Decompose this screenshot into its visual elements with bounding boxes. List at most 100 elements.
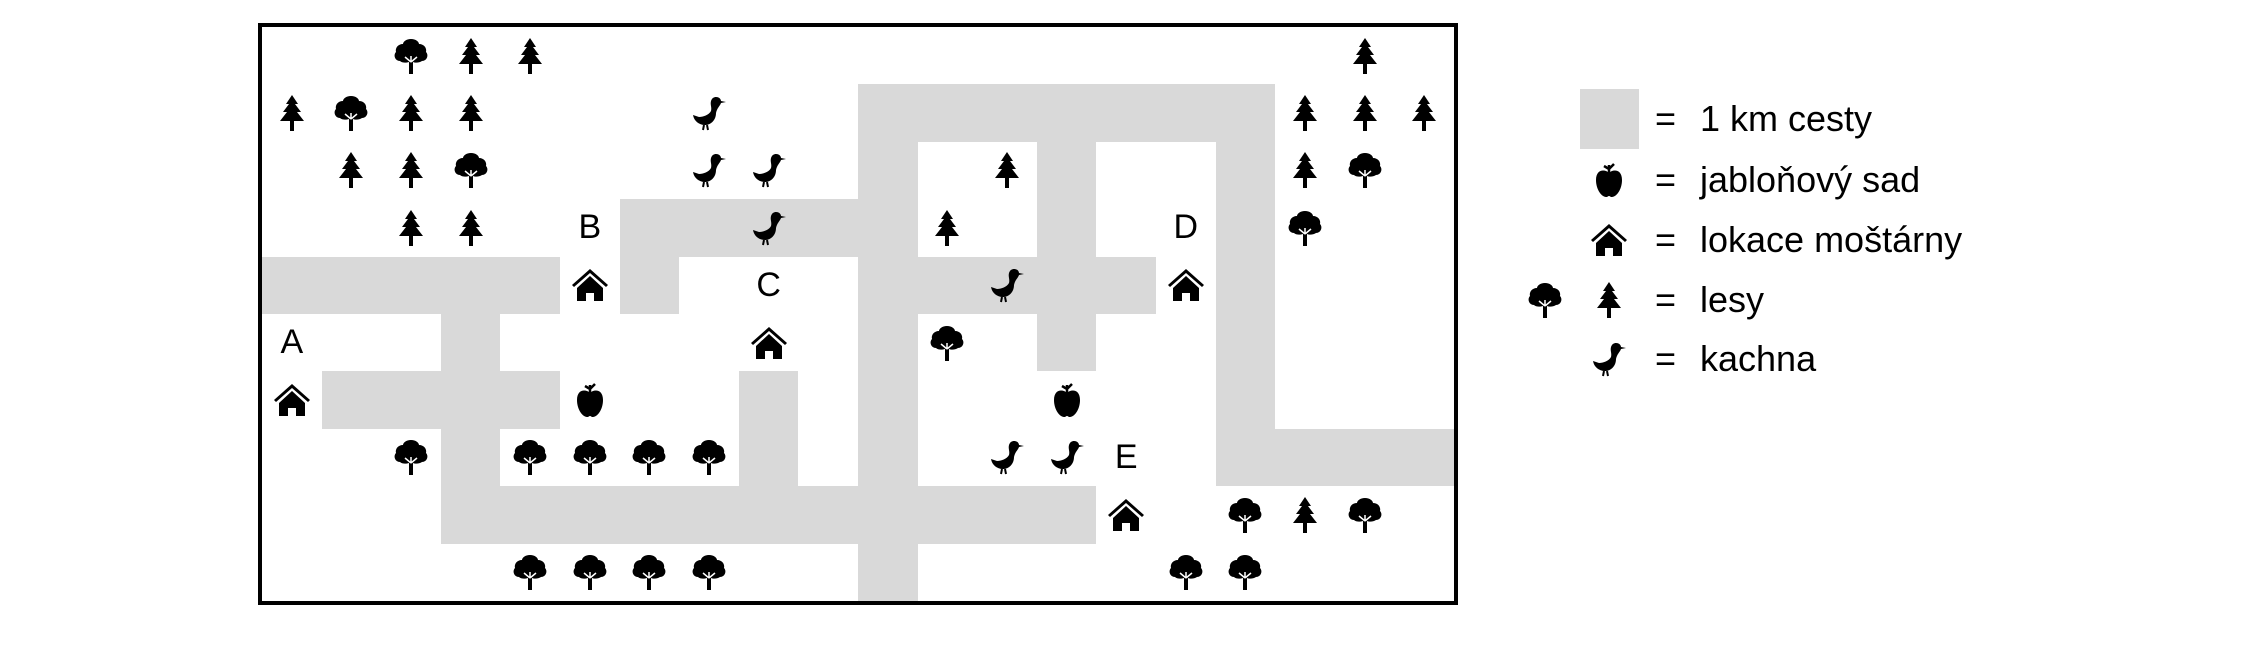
- deciduous-tree-icon: [381, 27, 441, 84]
- road-cell: [321, 371, 382, 429]
- road-cell: [1334, 428, 1395, 487]
- duck-icon: [977, 257, 1037, 314]
- deciduous-tree-icon: [500, 429, 560, 486]
- road-cell: [679, 199, 739, 257]
- road-cell: [738, 371, 799, 429]
- road-cell: [1156, 84, 1216, 142]
- pine-tree-icon: [441, 199, 501, 256]
- pine-tree-icon: [262, 84, 322, 141]
- road-cell: [1215, 314, 1276, 372]
- road-cell: [440, 256, 501, 314]
- deciduous-tree-icon: [679, 544, 739, 601]
- road-cell: [440, 371, 501, 429]
- deciduous-tree-icon: [500, 544, 560, 601]
- road-cell: [858, 371, 918, 429]
- pine-tree-icon: [1335, 27, 1395, 84]
- legend-equals: =: [1655, 279, 1677, 320]
- road-cell: [858, 486, 918, 544]
- deciduous-tree-icon: [560, 429, 620, 486]
- legend-equals: =: [1655, 338, 1677, 379]
- road-cell: [798, 486, 858, 544]
- road-cell: [977, 256, 1037, 314]
- road-cell: [619, 199, 680, 257]
- road-cell: [858, 543, 918, 601]
- legend-equals: =: [1655, 219, 1677, 260]
- road-cell: [1215, 371, 1276, 429]
- road-cell: [500, 371, 560, 429]
- road-cell: [381, 256, 441, 314]
- pine-tree-icon: [918, 199, 978, 256]
- legend-house-label: lokace moštárny: [1700, 219, 1963, 260]
- road-cell: [858, 314, 918, 372]
- location-label-e: E: [1114, 437, 1138, 476]
- deciduous-tree-icon: [1335, 486, 1395, 543]
- deciduous-tree-icon: [1275, 199, 1335, 256]
- road-cell: [1036, 486, 1097, 544]
- apple-icon: [1037, 371, 1097, 428]
- road-cell: [619, 256, 680, 314]
- legend-road-label: 1 km cesty: [1700, 98, 1873, 139]
- road-cell: [1036, 314, 1097, 372]
- road-cell: [1215, 256, 1276, 314]
- road-cell: [798, 199, 858, 257]
- deciduous-tree-icon: [322, 84, 382, 141]
- deciduous-tree-icon: [381, 429, 441, 486]
- duck-icon: [679, 142, 739, 199]
- pine-tree-icon: [1335, 84, 1395, 141]
- location-label-d: D: [1173, 208, 1199, 247]
- duck-icon: [1579, 329, 1639, 389]
- road-cell: [500, 256, 560, 314]
- duck-icon: [977, 429, 1037, 486]
- road-cell: [262, 256, 322, 314]
- house-icon: [1096, 486, 1156, 543]
- road-cell: [1096, 84, 1156, 142]
- deciduous-tree-icon: [1216, 486, 1276, 543]
- road-cell: [1275, 428, 1335, 487]
- road-cell: [1036, 84, 1097, 142]
- road-cell: [1215, 428, 1276, 487]
- duck-icon: [739, 142, 799, 199]
- road-cell: [679, 486, 739, 544]
- legend-equals: =: [1655, 159, 1677, 200]
- deciduous-tree-icon: [620, 429, 680, 486]
- road-cell: [1036, 199, 1097, 257]
- legend-equals: =: [1655, 98, 1677, 139]
- road-cell: [858, 199, 918, 257]
- pine-tree-icon: [1275, 486, 1335, 543]
- house-icon: [1579, 210, 1639, 270]
- road-cell: [858, 84, 918, 142]
- road-cell: [619, 486, 680, 544]
- deciduous-tree-icon: [1216, 544, 1276, 601]
- road-cell: [440, 486, 501, 544]
- road-cell: [1215, 199, 1276, 257]
- road-cell: [738, 199, 799, 257]
- road-cell: [440, 314, 501, 372]
- road-cell: [440, 428, 501, 487]
- duck-icon: [679, 84, 739, 141]
- location-label-b: B: [578, 208, 602, 247]
- deciduous-tree-icon: [620, 544, 680, 601]
- road-cell: [858, 428, 918, 487]
- road-swatch-icon: [1579, 89, 1639, 149]
- road-cell: [560, 486, 620, 544]
- pine-tree-icon: [500, 27, 560, 84]
- duck-icon: [739, 199, 799, 256]
- road-cell: [738, 428, 799, 487]
- road-cell: [917, 486, 978, 544]
- road-cell: [738, 486, 799, 544]
- road-cell: [1096, 256, 1156, 314]
- road-cell: [917, 256, 978, 314]
- road-cell: [1394, 428, 1454, 487]
- deciduous-tree-icon: [679, 429, 739, 486]
- pine-tree-icon: [381, 199, 441, 256]
- deciduous-tree-icon: [560, 544, 620, 601]
- house-icon: [739, 314, 799, 371]
- deciduous-tree-icon: [441, 142, 501, 199]
- road-cell: [321, 256, 382, 314]
- road-cell: [1036, 256, 1097, 314]
- pine-tree-icon: [441, 27, 501, 84]
- duck-icon: [1037, 429, 1097, 486]
- apple-icon: [1579, 150, 1639, 210]
- road-cell: [858, 256, 918, 314]
